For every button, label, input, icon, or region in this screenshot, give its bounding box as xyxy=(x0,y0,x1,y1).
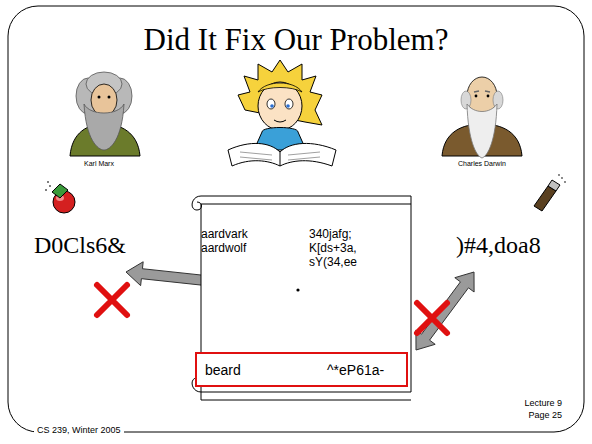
slide-border xyxy=(8,6,584,432)
portrait-caption: Charles Darwin xyxy=(458,160,506,168)
table-cell: K[ds+3a, xyxy=(309,242,357,256)
table-cell: aardwolf xyxy=(201,242,246,256)
pepper-shaker xyxy=(534,174,566,211)
red-cross xyxy=(97,285,127,315)
table-cell: 340jafg; xyxy=(309,228,352,242)
marx-portrait xyxy=(70,72,140,156)
table-cell: aardvark xyxy=(201,228,248,242)
table-cell: sY(34,ee xyxy=(309,256,357,270)
password-text: D0Cls6& xyxy=(34,232,126,260)
highlight-cell: ^*eP61a- xyxy=(327,362,384,378)
highlight-cell: beard xyxy=(205,362,241,378)
darwin-portrait xyxy=(442,77,522,158)
lecture-number: Lecture 9 xyxy=(524,398,562,408)
red-cross xyxy=(417,303,447,333)
scroll-table: beard ^*eP61a-aardvark 340jafg; aardwolf K[d… xyxy=(185,192,417,402)
salt-shaker xyxy=(45,181,75,213)
password-text: )#4,doa8 xyxy=(456,232,541,260)
page-number: Page 25 xyxy=(528,410,562,420)
highlight-box: beard ^*eP61a- xyxy=(195,352,408,387)
slide-title: Did It Fix Our Problem? xyxy=(0,22,592,58)
girl-reading xyxy=(228,60,336,166)
course-footer: CS 239, Winter 2005 xyxy=(34,425,124,435)
double-arrow xyxy=(416,272,474,350)
portrait-caption: Karl Marx xyxy=(84,160,114,168)
